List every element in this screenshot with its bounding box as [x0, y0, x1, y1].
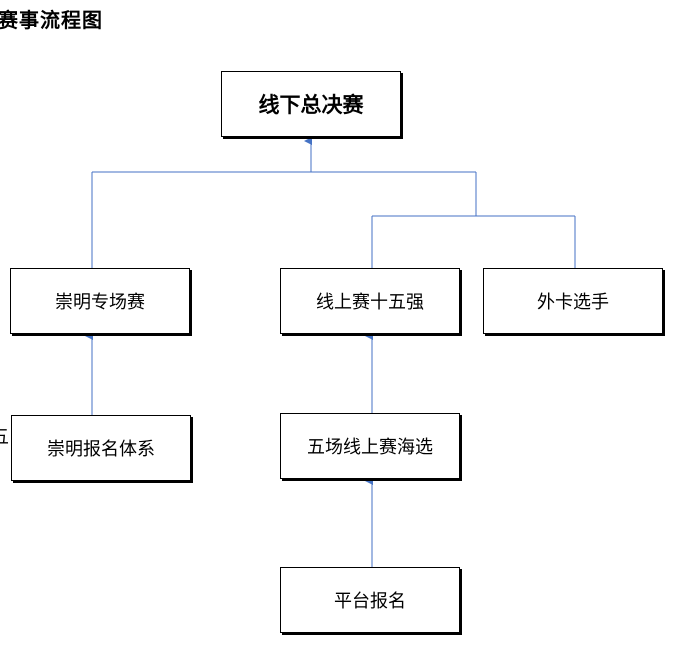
node-five-online-audition: 五场线上赛海选 — [280, 413, 460, 479]
node-chongming-signup: 崇明报名体系 — [11, 415, 191, 481]
page-title: 赛事流程图 — [0, 8, 103, 32]
node-wildcard: 外卡选手 — [483, 268, 663, 334]
stray-text-fragment: 五 — [0, 423, 9, 449]
node-final: 线下总决赛 — [221, 71, 401, 137]
node-platform-signup: 平台报名 — [280, 567, 460, 633]
node-online-top15: 线上赛十五强 — [280, 268, 460, 334]
node-chongming-special: 崇明专场赛 — [10, 268, 190, 334]
